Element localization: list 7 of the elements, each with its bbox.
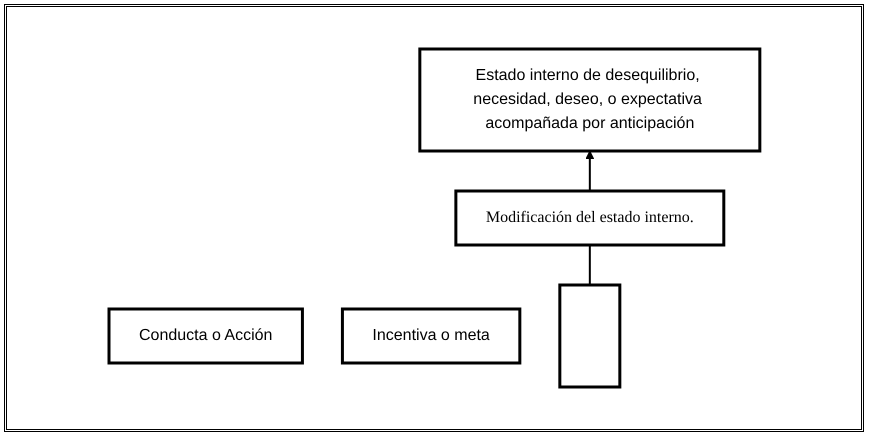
node-box: Estado interno de desequilibrio, necesidad, deseo, o expectativa acompañada por anticipación [418, 48, 761, 152]
node-box: Incentiva o meta [340, 308, 521, 364]
arrow [585, 150, 594, 191]
node-box: Modificación del estado interno. [454, 190, 725, 246]
connector [588, 245, 590, 285]
node-bar [558, 284, 621, 388]
node-box: Conducta o Acción [107, 308, 304, 364]
